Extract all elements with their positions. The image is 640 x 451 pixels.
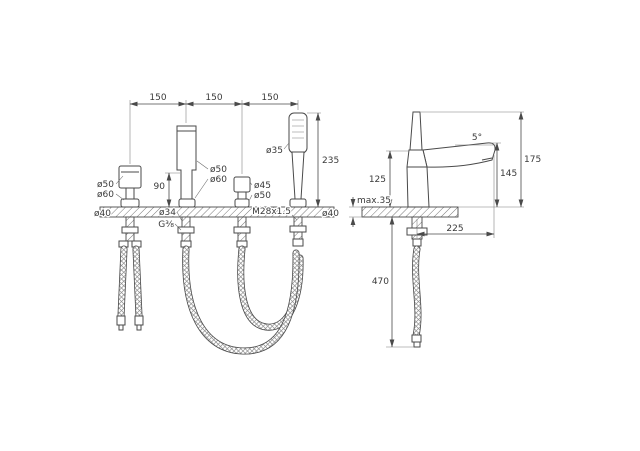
diverter-front xyxy=(233,176,251,208)
dim-span-1: 150 xyxy=(149,93,166,103)
dim-body-height: 125 xyxy=(369,175,386,185)
side-view: 175 145 125 225 470 max.35 5° xyxy=(349,111,542,348)
hand-shower-head xyxy=(288,112,308,154)
label-hole-right: ø40 xyxy=(322,209,339,219)
hand-shower-front xyxy=(288,112,308,208)
spout-base xyxy=(178,198,196,208)
label-shank-diameter: ø34 xyxy=(159,208,176,218)
dim-total-height: 175 xyxy=(524,155,541,165)
mounting-nut-2 xyxy=(177,226,195,234)
hand-shower-face-detail xyxy=(292,119,304,139)
handle-base xyxy=(120,198,140,208)
hose-loop-outer xyxy=(182,246,299,354)
dim-spout-height: 90 xyxy=(154,182,166,192)
supply-hose-1 xyxy=(118,246,127,319)
supply-hoses xyxy=(116,245,144,331)
mounting-nut-4 xyxy=(289,225,307,233)
label-shower-thread: M28x1.5 xyxy=(252,207,291,217)
dim-deck-thickness: max.35 xyxy=(357,196,391,206)
spout-side xyxy=(422,142,496,168)
mounting-shank-2 xyxy=(177,216,195,248)
mounting-shank-4 xyxy=(289,216,307,247)
label-handle-d2: ø60 xyxy=(97,190,114,200)
diverter-base xyxy=(234,198,250,208)
deck-front xyxy=(99,206,335,218)
dim-spout-height-side: 145 xyxy=(500,169,517,179)
label-spout-d1: ø50 xyxy=(210,165,227,175)
label-spout-d2: ø60 xyxy=(210,175,227,185)
label-diverter-d2: ø50 xyxy=(254,191,271,201)
side-extension-lines xyxy=(349,111,524,348)
dim-spout-angle: 5° xyxy=(472,133,482,143)
lever-handle-side xyxy=(409,111,423,151)
deck-side xyxy=(361,206,459,218)
mounting-nut-3 xyxy=(233,226,251,234)
spout-body xyxy=(176,125,197,200)
spout-front xyxy=(176,125,197,208)
dim-hose-length: 470 xyxy=(372,277,389,287)
front-leader-lines xyxy=(115,142,298,231)
mounting-nut-1 xyxy=(121,226,139,234)
label-hole-left: ø40 xyxy=(94,209,111,219)
dim-span-2: 150 xyxy=(205,93,222,103)
handle-front xyxy=(118,165,142,208)
label-diverter-d1: ø45 xyxy=(254,181,271,191)
supply-hose-2 xyxy=(133,246,142,319)
diverter-knob xyxy=(233,176,251,193)
hand-shower-handle xyxy=(291,151,305,200)
dim-shower-height: 235 xyxy=(322,156,339,166)
hand-shower-holder xyxy=(289,198,307,208)
label-shower-diameter: ø35 xyxy=(266,146,283,156)
aerator-side xyxy=(481,157,493,161)
shower-hose-loops xyxy=(182,245,304,355)
handle-stem xyxy=(125,187,135,200)
label-handle-d1: ø50 xyxy=(97,180,114,190)
dim-spout-reach: 225 xyxy=(446,224,463,234)
faucet-side xyxy=(406,111,496,208)
mounting-shank-3 xyxy=(233,216,251,248)
diverter-stem xyxy=(237,191,247,200)
dim-span-3: 150 xyxy=(261,93,278,103)
front-view: 150 150 150 90 xyxy=(93,92,340,355)
hose-side xyxy=(411,245,422,348)
mounting-shank-1 xyxy=(118,216,142,248)
label-shank-thread: G⅜ xyxy=(158,220,174,230)
side-hose xyxy=(412,246,421,339)
